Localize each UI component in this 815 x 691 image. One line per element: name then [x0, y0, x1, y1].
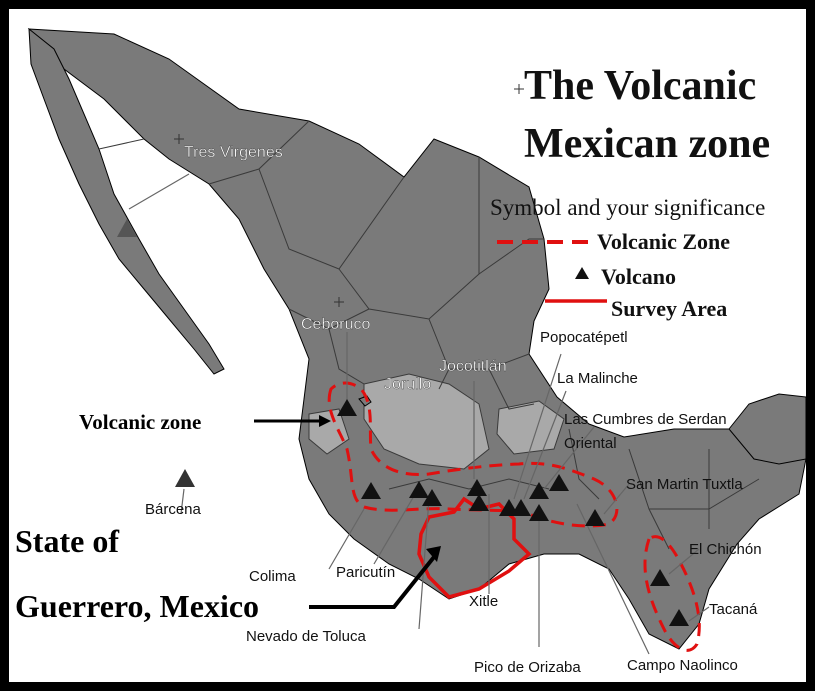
- volcano-marker-san-martin: [585, 509, 605, 526]
- volcano-marker-ceboruco: [337, 399, 357, 416]
- volcanic-zone-arrow-head: [319, 415, 331, 427]
- annotation-arrows: [254, 415, 441, 609]
- legend-volcanic-zone: Volcanic Zone: [597, 229, 730, 254]
- label-jocotitlan: Jocotitlán: [439, 358, 507, 375]
- state-of-label: State of: [15, 523, 119, 559]
- label-tacana: Tacaná: [709, 601, 758, 618]
- volcanic-zone-chiapas: [643, 535, 701, 652]
- title-line-2: Mexican zone: [524, 121, 770, 167]
- volcano-marker-paricutin: [409, 481, 429, 498]
- volcano-markers: [117, 219, 689, 626]
- label-popocatepetl: Popocatépetl: [540, 329, 628, 346]
- map-labels: Tres Virgenes Ceboruco Jorullo Jocotitlá…: [145, 144, 762, 676]
- map-svg: Tres Virgenes Ceboruco Jorullo Jocotitlá…: [15, 27, 806, 676]
- label-leader-lines: [128, 173, 710, 655]
- label-el-chichon: El Chichón: [689, 541, 762, 558]
- label-colima: Colima: [249, 568, 296, 585]
- guerrero-arrow: [309, 555, 436, 609]
- map-canvas: Tres Virgenes Ceboruco Jorullo Jocotitlá…: [9, 9, 806, 682]
- volcanic-zone-outlines: [327, 381, 701, 652]
- label-nevado-toluca: Nevado de Toluca: [246, 628, 366, 645]
- volcano-marker-xitle: [469, 494, 489, 511]
- legend-survey-area: Survey Area: [611, 296, 727, 321]
- volcano-marker-jocotitlan: [467, 479, 487, 496]
- state-borders: [98, 120, 760, 550]
- volcano-marker-la-malinche: [511, 499, 531, 516]
- legend: Symbol and your significance Volcanic Zo…: [490, 195, 765, 321]
- volcano-marker-colima: [361, 482, 381, 499]
- legend-volcano: Volcano: [601, 264, 676, 289]
- label-cumbres: Las Cumbres de Serdan: [564, 411, 727, 428]
- baja-california: [28, 27, 225, 375]
- title-line-1: The Volcanic: [524, 63, 756, 109]
- label-paricutin: Paricutín: [336, 564, 395, 581]
- volcano-marker-tres-virgenes: [117, 219, 137, 237]
- label-barcena: Bárcena: [145, 501, 202, 518]
- survey-area-guerrero: [417, 496, 532, 599]
- label-jorullo: Jorullo: [384, 376, 431, 393]
- grid-crosses: [174, 84, 524, 307]
- label-xitle: Xitle: [469, 593, 498, 610]
- label-pico-orizaba: Pico de Orizaba: [474, 659, 581, 676]
- label-oriental: Oriental: [564, 435, 617, 452]
- guerrero-arrow-head: [426, 546, 441, 562]
- label-ceboruco: Ceboruco: [301, 316, 370, 333]
- volcano-marker-tacana: [669, 609, 689, 626]
- volcano-marker-el-chichon: [650, 569, 670, 586]
- guerrero-mexico-label: Guerrero, Mexico: [15, 588, 259, 624]
- volcano-marker-barcena: [175, 469, 195, 487]
- volcano-marker-cumbres: [529, 482, 549, 499]
- volcano-marker-nevado-toluca: [422, 489, 442, 506]
- volcano-marker-pico-orizaba: [529, 504, 549, 521]
- legend-heading: Symbol and your significance: [490, 195, 765, 220]
- label-tres-virgenes: Tres Virgenes: [184, 144, 283, 161]
- label-san-martin: San Martin Tuxtla: [626, 476, 743, 493]
- volcano-marker-campo-naolinco: [549, 474, 569, 491]
- yucatan-peninsula: [728, 393, 806, 465]
- legend-volcano-triangle-icon: [575, 267, 589, 279]
- label-la-malinche: La Malinche: [557, 370, 638, 387]
- label-campo-naolinco: Campo Naolinco: [627, 657, 738, 674]
- volcanic-zone-annotation: Volcanic zone: [79, 410, 201, 434]
- highland-region: [363, 373, 490, 470]
